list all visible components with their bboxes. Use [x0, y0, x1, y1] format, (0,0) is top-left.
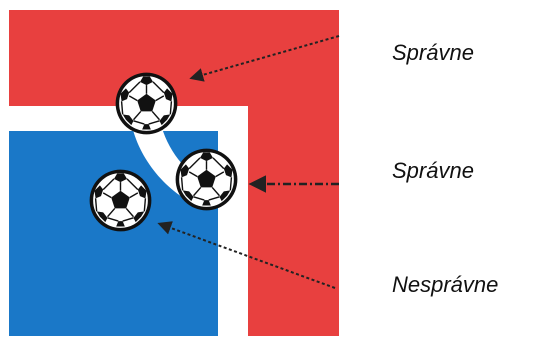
- label-correct-middle: Správne: [392, 158, 474, 184]
- soccer-ball-icon: [90, 170, 152, 232]
- soccer-ball-icon: [116, 73, 178, 135]
- label-incorrect: Nesprávne: [392, 272, 498, 298]
- soccer-ball-icon: [176, 149, 238, 211]
- label-correct-top: Správne: [392, 40, 474, 66]
